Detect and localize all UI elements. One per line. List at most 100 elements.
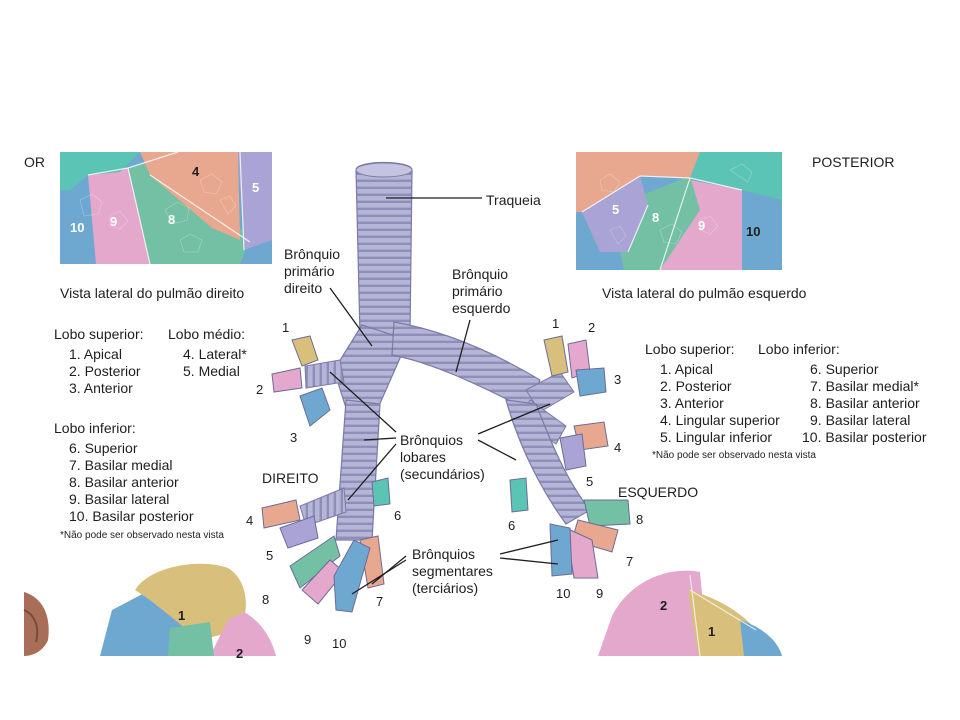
list-item: 1. Apical xyxy=(660,361,713,377)
list-item: 8. Basilar anterior xyxy=(69,474,179,490)
list-item: 4. Lingular superior xyxy=(660,412,780,428)
right-seg-5 xyxy=(279,515,319,549)
segmental-bronchi-label: Brônquios segmentares (terciários) xyxy=(412,546,493,596)
bronchial-tree xyxy=(261,161,631,613)
left-seg-num-2: 2 xyxy=(588,320,596,335)
caption-right-lung: Vista lateral do pulmão direito xyxy=(60,285,245,301)
right-seg-num-1: 1 xyxy=(282,320,290,335)
segmental-leader-4 xyxy=(499,557,559,565)
list-item: 1. Apical xyxy=(69,346,122,362)
left-seg-num-3: 3 xyxy=(614,372,622,387)
segment-green-region xyxy=(168,622,214,656)
right-lung-note: *Não pode ser observado nesta vista xyxy=(60,530,224,541)
list-item: 2. Posterior xyxy=(660,378,732,394)
posterior-label: POSTERIOR xyxy=(812,154,895,170)
right-seg-num-2: 2 xyxy=(256,382,264,397)
left-superior-lobe-list: Lobo superior: 1. Apical 2. Posterior 3.… xyxy=(645,341,780,446)
right-segmental-bronchi xyxy=(261,335,391,613)
left-seg-10 xyxy=(549,523,573,577)
left-side-label: ESQUERDO xyxy=(618,484,699,500)
left-seg-num-7: 7 xyxy=(626,554,634,569)
trachea-label: Traqueia xyxy=(486,192,541,208)
right-seg-8 xyxy=(289,535,341,589)
segment-9-region xyxy=(88,168,150,264)
right-seg-10 xyxy=(333,539,371,613)
segment-salmon-region xyxy=(576,152,700,212)
right-seg-num-3: 3 xyxy=(290,430,298,445)
rb-lung-seg-2: 2 xyxy=(236,646,244,661)
list-item: 2. Posterior xyxy=(69,363,141,379)
segmental-leader-3 xyxy=(499,539,559,555)
list-item: 6. Superior xyxy=(69,440,138,456)
list-title: Lobo superior: xyxy=(54,326,144,342)
segment-2-region xyxy=(210,612,276,656)
left-seg-num-10: 10 xyxy=(556,586,571,601)
left-seg-1 xyxy=(543,335,569,377)
segment-border-lines xyxy=(689,574,757,656)
right-seg-num-10: 10 xyxy=(332,636,347,651)
right-seg-1 xyxy=(291,335,319,367)
right-inferior-lobe-list: Lobo inferior: 6. Superior 7. Basilar me… xyxy=(54,420,194,525)
lt-lung-seg-8: 8 xyxy=(652,210,660,225)
caption-left-lung: Vista lateral do pulmão esquerdo xyxy=(602,285,807,301)
left-lung-bottom-view xyxy=(598,570,782,656)
left-seg-5 xyxy=(559,433,587,471)
right-seg-2 xyxy=(271,367,303,393)
right-seg-num-6: 6 xyxy=(394,508,402,523)
list-item: 8. Basilar anterior xyxy=(810,395,920,411)
list-item: 9. Basilar lateral xyxy=(69,491,170,507)
segmental-leader-2 xyxy=(351,559,407,595)
left-seg-3 xyxy=(575,367,607,397)
list-item: 6. Superior xyxy=(810,361,879,377)
lobar-leader-4 xyxy=(477,403,551,435)
right-primary-leader xyxy=(329,287,373,347)
left-inferior-lobe-list: Lobo inferior: 6. Superior 7. Basilar me… xyxy=(758,341,927,446)
lt-lung-seg-9: 9 xyxy=(698,218,706,233)
segment-8-region xyxy=(620,176,700,270)
lt-lung-seg-10: 10 xyxy=(746,224,761,239)
left-seg-num-6: 6 xyxy=(508,518,516,533)
right-seg-num-5: 5 xyxy=(266,548,274,563)
right-seg-3 xyxy=(299,387,331,427)
left-lung-lateral-view xyxy=(576,152,782,270)
list-item: 10. Basilar posterior xyxy=(69,508,194,524)
list-item: 9. Basilar lateral xyxy=(810,412,911,428)
right-seg-num-8: 8 xyxy=(262,592,270,607)
rt-lung-seg-4: 4 xyxy=(192,164,200,179)
heart-fragment-detail xyxy=(23,609,39,643)
left-primary-label: Brônquio primário esquerdo xyxy=(452,266,511,316)
leader-lines xyxy=(329,197,559,595)
list-item: 3. Anterior xyxy=(69,380,133,396)
list-title: Lobo inferior: xyxy=(758,341,840,357)
segment-1-region xyxy=(135,563,246,640)
list-title: Lobo superior: xyxy=(645,341,735,357)
left-seg-num-4: 4 xyxy=(614,440,622,455)
left-seg-num-5: 5 xyxy=(586,474,594,489)
left-seg-num-1: 1 xyxy=(552,316,560,331)
segment-border-lines xyxy=(581,175,743,270)
list-item: 5. Medial xyxy=(183,363,240,379)
segment-border-lines xyxy=(87,152,251,264)
segment-blue-region xyxy=(740,620,782,656)
lobar-leader-5 xyxy=(477,439,517,461)
rt-lung-seg-8: 8 xyxy=(168,212,176,227)
lb-lung-seg-1: 1 xyxy=(708,624,716,639)
lobar-leader-3 xyxy=(347,443,397,501)
lb-lung-seg-2: 2 xyxy=(660,598,668,613)
list-item: 7. Basilar medial xyxy=(69,457,173,473)
lobule-texture xyxy=(599,163,753,245)
left-seg-num-8: 8 xyxy=(636,512,644,527)
segment-apex-region xyxy=(60,152,140,190)
lobar-leader-1 xyxy=(329,371,397,433)
list-item: 10. Basilar posterior xyxy=(802,429,927,445)
right-seg-4 xyxy=(261,499,301,529)
rt-lung-seg-9: 9 xyxy=(110,214,118,229)
left-lower-lobe-bronchus xyxy=(505,399,591,525)
list-title: Lobo inferior: xyxy=(54,420,136,436)
anterior-label-cut: OR xyxy=(24,154,45,170)
lobar-bronchi-label: Brônquios lobares (secundários) xyxy=(400,432,485,482)
right-side-label: DIREITO xyxy=(262,470,319,486)
right-superior-lobe-list: Lobo superior: 1. Apical 2. Posterior 3.… xyxy=(54,326,144,397)
right-lung-lateral-view xyxy=(60,152,272,264)
